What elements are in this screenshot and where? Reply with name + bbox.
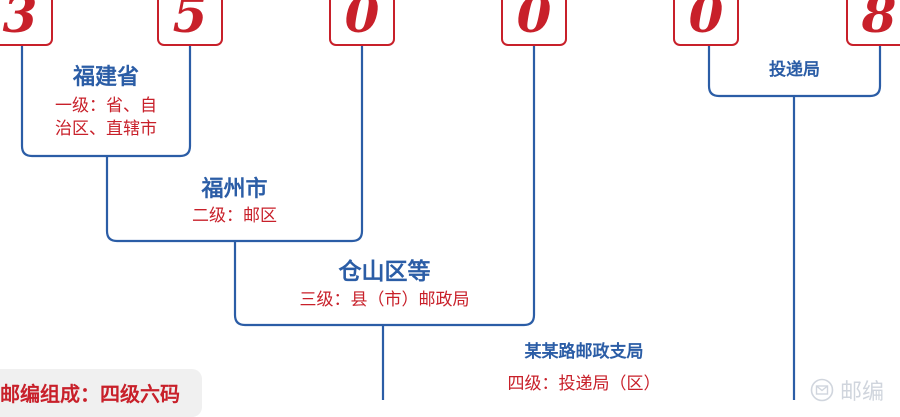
branch-name: 某某路邮政支局 [524, 342, 644, 362]
bracket-county [233, 46, 536, 327]
postcode-digit-1: 3 [0, 0, 53, 46]
postcode-digit-4: 0 [501, 0, 567, 46]
province-name: 福建省 [72, 64, 139, 90]
city-level: 二级：邮区 [192, 206, 277, 226]
composition-badge-text: 邮编组成：四级六码 [0, 382, 180, 406]
branch-level: 四级：投递局（区） [507, 374, 661, 394]
postcode-digit-2: 5 [157, 0, 223, 46]
bureau-name: 投递局 [769, 60, 820, 80]
postcode-digit-6: 8 [846, 0, 900, 46]
province-level-line-1: 一级：省、自 [55, 96, 157, 116]
watermark: 邮编 [810, 374, 884, 406]
postcode-digit-5: 0 [673, 0, 739, 46]
province-level-line-2: 治区、直辖市 [55, 119, 157, 139]
watermark-text: 邮编 [840, 380, 885, 405]
envelope-icon [810, 378, 834, 402]
composition-badge: 邮编组成：四级六码 [0, 369, 202, 417]
county-level: 三级：县（市）邮政局 [299, 290, 470, 310]
county-name: 仓山区等 [338, 258, 431, 285]
city-name: 福州市 [201, 176, 268, 202]
postcode-digit-3: 0 [329, 0, 395, 46]
connector-lines [20, 46, 882, 400]
